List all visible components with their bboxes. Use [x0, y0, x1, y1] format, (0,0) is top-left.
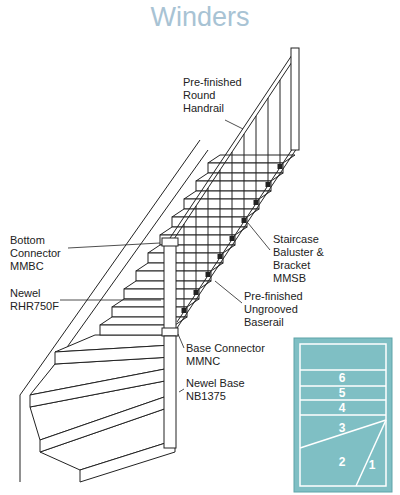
step-number: 6 — [334, 371, 350, 385]
winder-steps — [30, 335, 175, 482]
baluster — [196, 206, 197, 294]
part-label: Bottom Connector MMBC — [10, 234, 68, 273]
baluster — [184, 224, 185, 312]
baluster — [256, 116, 257, 204]
step-number: 2 — [334, 455, 350, 469]
step-number: 5 — [334, 386, 350, 400]
baluster — [280, 80, 281, 168]
part-label: Newel Base NB1375 — [186, 377, 256, 403]
part-label: Staircase Baluster & Bracket MMSB — [273, 233, 335, 285]
step-number: 4 — [334, 401, 350, 415]
step-number: 3 — [334, 421, 350, 435]
baluster — [220, 170, 221, 258]
base-connector — [162, 328, 178, 336]
part-label: Base Connector MMNC — [186, 342, 281, 368]
baluster — [268, 98, 269, 186]
tread — [136, 263, 223, 271]
part-label: Pre-finished Round Handrail — [183, 76, 249, 115]
baluster — [208, 188, 209, 276]
tread — [148, 245, 235, 253]
part-label: Pre-finished Ungrooved Baserail — [244, 290, 314, 329]
plan-inset — [294, 338, 392, 492]
baluster — [232, 152, 233, 240]
riser — [124, 289, 199, 299]
riser — [148, 253, 223, 263]
part-label: Newel RHR750F — [10, 287, 62, 313]
title: Winders — [0, 2, 400, 33]
newel-post — [162, 238, 178, 448]
step-number: 1 — [364, 458, 380, 472]
rails — [170, 48, 299, 328]
baluster — [244, 134, 245, 222]
